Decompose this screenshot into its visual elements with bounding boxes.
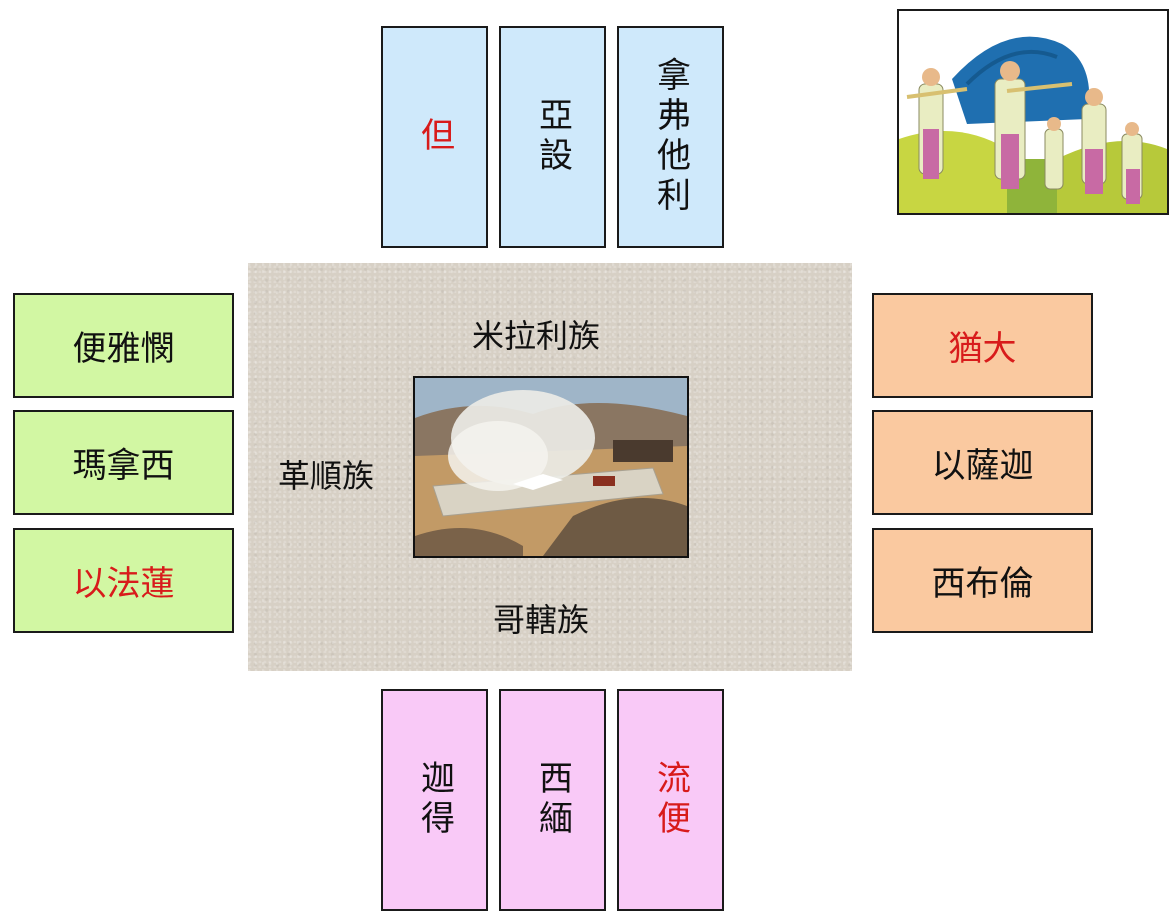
clan-label-south: 哥轄族 (493, 601, 590, 639)
procession-illustration (897, 9, 1169, 215)
tribe-label: 便雅憫 (72, 329, 175, 369)
tribe-box-east-3: 西布倫 (872, 528, 1093, 633)
tribe-label: 西緬 (532, 760, 573, 840)
tribe-box-east-2: 以薩迦 (872, 410, 1093, 515)
tabernacle-photo (413, 376, 689, 558)
tribe-label: 但 (414, 117, 455, 157)
clan-label-west: 革順族 (278, 457, 375, 495)
tribe-box-south-3: 流便 (617, 689, 724, 911)
tribe-box-west-1: 便雅憫 (13, 293, 234, 398)
tribe-box-north-2: 亞設 (499, 26, 606, 248)
tribe-label: 猶大 (948, 329, 1017, 369)
tribe-box-north-3: 拿弗他利 (617, 26, 724, 248)
tribe-label: 西布倫 (931, 564, 1034, 604)
tribe-box-east-1: 猶大 (872, 293, 1093, 398)
tribe-label: 流便 (650, 760, 691, 840)
tribe-box-south-2: 西緬 (499, 689, 606, 911)
tribe-label: 以薩迦 (931, 446, 1034, 486)
tribe-label: 以法蓮 (72, 564, 175, 604)
tribe-box-north-1: 但 (381, 26, 488, 248)
tribe-label: 瑪拿西 (72, 446, 175, 486)
tribe-box-west-2: 瑪拿西 (13, 410, 234, 515)
tribe-box-west-3: 以法蓮 (13, 528, 234, 633)
tribe-label: 亞設 (532, 97, 573, 177)
clan-label-north: 米拉利族 (472, 317, 601, 355)
tabernacle-area: 米拉利族 革順族 哥轄族 (248, 263, 852, 671)
tribe-label: 迦得 (414, 760, 455, 840)
tribe-label: 拿弗他利 (650, 57, 691, 217)
tribe-box-south-1: 迦得 (381, 689, 488, 911)
